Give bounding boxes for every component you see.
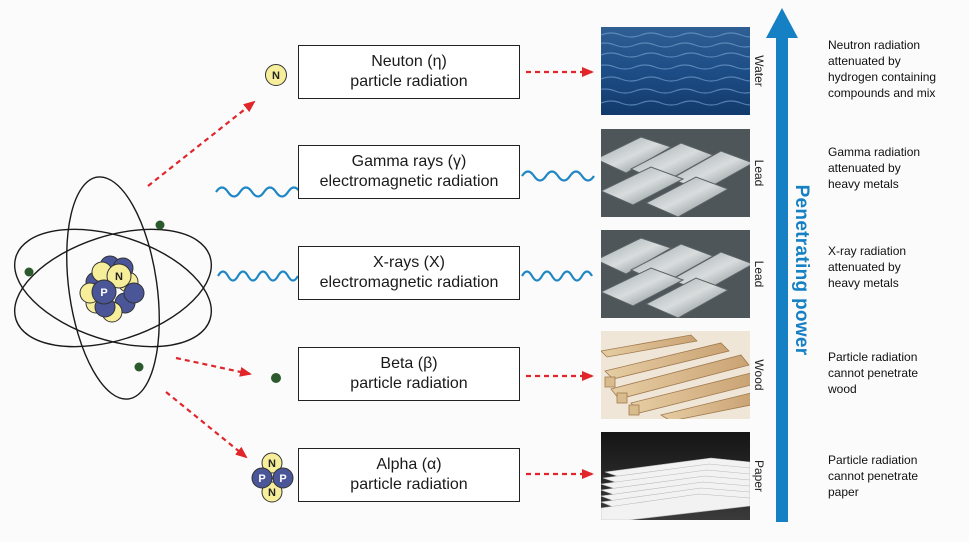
radiation-name: Gamma rays (γ) xyxy=(351,153,467,170)
radiation-name: Beta (β) xyxy=(380,355,438,372)
penetrating-power-arrow xyxy=(766,8,798,522)
radiation-kind: particle radiation xyxy=(350,476,468,493)
neutron-note: Neutron radiation attenuated by hydrogen… xyxy=(828,38,937,100)
radiation-name: X-rays (X) xyxy=(373,254,445,271)
lead-ingots-image xyxy=(601,230,750,318)
xray-wave-left xyxy=(217,270,299,282)
radiation-kind: particle radiation xyxy=(350,73,468,90)
electron-icon xyxy=(24,220,165,372)
gamma-note: Gamma radiation attenuated by heavy meta… xyxy=(828,145,921,191)
radiation-kind: electromagnetic radiation xyxy=(319,274,499,291)
material-arrows xyxy=(526,67,594,479)
neutron-radiation-box: Neuton (η) particle radiation xyxy=(298,45,520,99)
waves xyxy=(215,170,595,282)
wood-planks-image xyxy=(601,331,750,419)
water-image xyxy=(601,27,750,115)
gamma-wave-left xyxy=(215,186,301,198)
beta-particle-icon xyxy=(271,373,281,383)
beta-radiation-box: Beta (β) particle radiation xyxy=(298,347,520,401)
xray-note: X-ray radiation attenuated by heavy meta… xyxy=(828,244,907,290)
gamma-radiation-box: Gamma rays (γ) electromagnetic radiation xyxy=(298,145,520,199)
alpha-particle-icon xyxy=(251,452,294,503)
radiation-name: Alpha (α) xyxy=(376,456,442,473)
emission-arrows xyxy=(147,100,256,459)
nucleus-icon xyxy=(79,255,145,323)
alpha-emission-arrow xyxy=(165,391,248,459)
neutron-emission-arrow xyxy=(147,100,256,187)
gamma-wave-right xyxy=(521,170,595,182)
alpha-radiation-box: Alpha (α) particle radiation xyxy=(298,448,520,502)
radiation-kind: electromagnetic radiation xyxy=(319,173,499,190)
atom-icon xyxy=(13,176,213,400)
neutron-particle-icon xyxy=(265,64,287,86)
xray-wave-right xyxy=(521,270,593,282)
radiation-kind: particle radiation xyxy=(350,375,468,392)
beta-note: Particle radiation cannot penetrate wood xyxy=(828,350,919,396)
beta-emission-arrow xyxy=(175,356,252,377)
paper-stack-image xyxy=(601,432,750,520)
alpha-note: Particle radiation cannot penetrate pape… xyxy=(828,453,919,499)
radiation-name: Neuton (η) xyxy=(371,53,447,70)
xray-radiation-box: X-rays (X) electromagnetic radiation xyxy=(298,246,520,300)
lead-ingots-image xyxy=(601,129,750,217)
